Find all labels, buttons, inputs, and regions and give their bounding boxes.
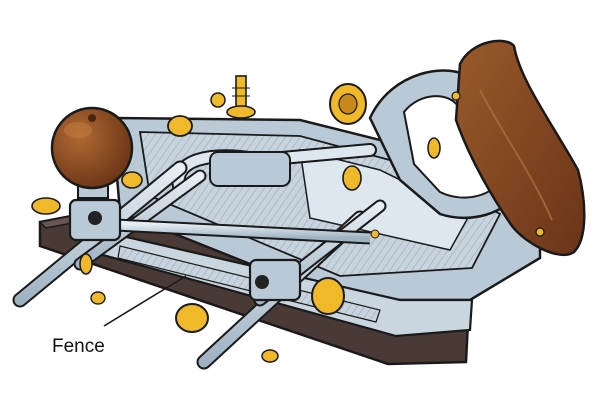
fence-callout: Fence xyxy=(52,275,187,357)
fence-clamps xyxy=(68,198,302,302)
fence-label: Fence xyxy=(52,336,105,357)
rear-handle-assembly xyxy=(368,39,586,257)
brass-thumbscrews xyxy=(31,75,441,363)
depth-stop-arm xyxy=(171,143,377,197)
thumbscrew-top-center xyxy=(226,75,256,119)
front-knob xyxy=(50,106,134,199)
fence-leader-line xyxy=(103,275,187,327)
